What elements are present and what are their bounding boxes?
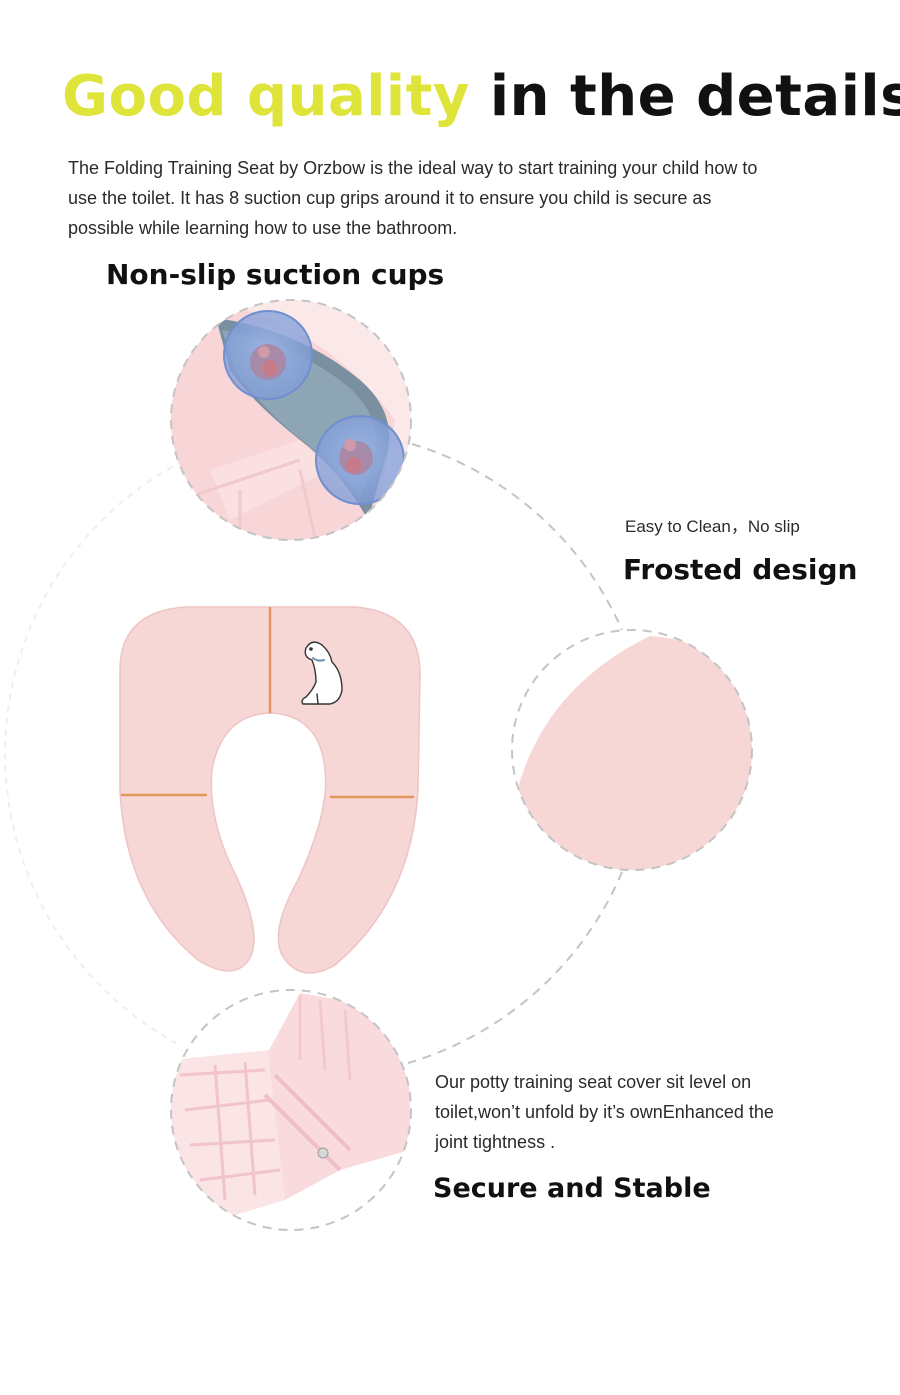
frosted-detail (511, 629, 753, 871)
suction-cup-icon (315, 415, 405, 505)
secure-title: Secure and Stable (433, 1173, 711, 1204)
suction-cup-icon (223, 310, 313, 400)
frosted-title: Frosted design (623, 553, 858, 586)
headline-rest: in the details (489, 64, 900, 129)
intro-paragraph: The Folding Training Seat by Orzbow is t… (68, 158, 758, 238)
frosted-subtitle: Easy to Clean，No slip (625, 517, 800, 536)
training-seat (119, 606, 421, 974)
hinge-detail (170, 989, 412, 1231)
headline-accent: Good quality (62, 64, 470, 129)
suction-cup-detail (170, 299, 412, 541)
orbit-ring (4, 443, 623, 1064)
secure-description: Our potty training seat cover sit level … (435, 1072, 774, 1152)
page-headline: Good quality in the details (62, 62, 900, 132)
suction-title: Non-slip suction cups (106, 258, 445, 291)
polar-bear-icon (301, 641, 343, 705)
